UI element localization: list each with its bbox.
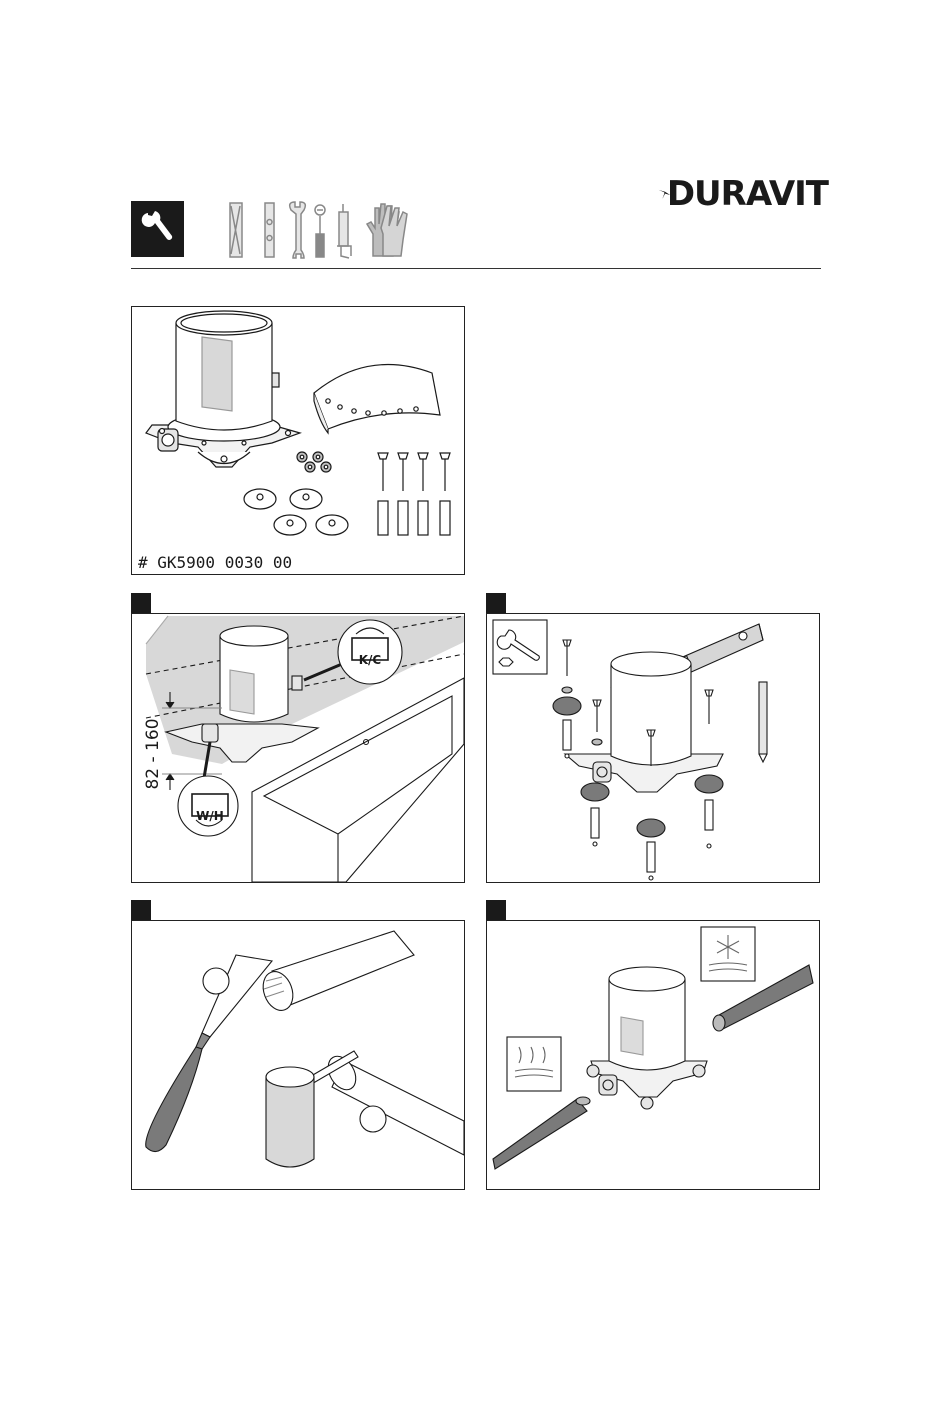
- part-number: # GK5900 0030 00: [138, 553, 292, 572]
- wrench-icon: [131, 201, 184, 257]
- header-wrench-badge: [131, 201, 184, 257]
- brand-logo: DURAVIT: [658, 174, 828, 214]
- callout-label-wh: W/H: [196, 809, 224, 823]
- panel-positioning: K/C W/H 82 - 160: [131, 613, 465, 883]
- folding-rule-icon: [230, 203, 242, 257]
- step-marker-1: [203, 968, 229, 994]
- drill-bit-icon: [759, 682, 767, 754]
- mounting-illustration: [487, 614, 819, 882]
- file-tool-icon: [202, 955, 272, 1037]
- panel-parts: # GK5900 0030 00: [131, 306, 465, 575]
- tools-row: [225, 200, 415, 260]
- gloves-icon: [367, 204, 407, 256]
- panel-pipe-connection: [486, 920, 820, 1190]
- hex-key-icon: [499, 658, 513, 666]
- step-tab-4: [131, 900, 151, 920]
- positioning-illustration: [132, 614, 464, 882]
- callout-label-kc: K/C: [356, 653, 384, 667]
- panel-pipe-preparation: [131, 920, 465, 1190]
- file-handle: [146, 1047, 202, 1152]
- caulking-gun-icon: [337, 204, 351, 258]
- parts-illustration: [132, 307, 464, 574]
- sealant-tin-icon: [266, 1077, 314, 1167]
- pipe-preparation-illustration: [132, 921, 464, 1189]
- panel-mounting: [486, 613, 820, 883]
- hot-water-box: [507, 1037, 561, 1091]
- screwdriver-icon: [315, 205, 325, 257]
- step-tab-2: [131, 593, 151, 613]
- dimension-label: 82 - 160: [143, 709, 163, 799]
- pipe-connection-illustration: [487, 921, 819, 1189]
- step-tab-3: [486, 593, 506, 613]
- step-marker-2: [360, 1106, 386, 1132]
- header-rule: [131, 268, 821, 269]
- step-tab-5: [486, 900, 506, 920]
- open-end-wrench-icon: [290, 202, 306, 258]
- brand-name: DURAVIT: [667, 174, 828, 214]
- spirit-level-icon: [265, 203, 274, 257]
